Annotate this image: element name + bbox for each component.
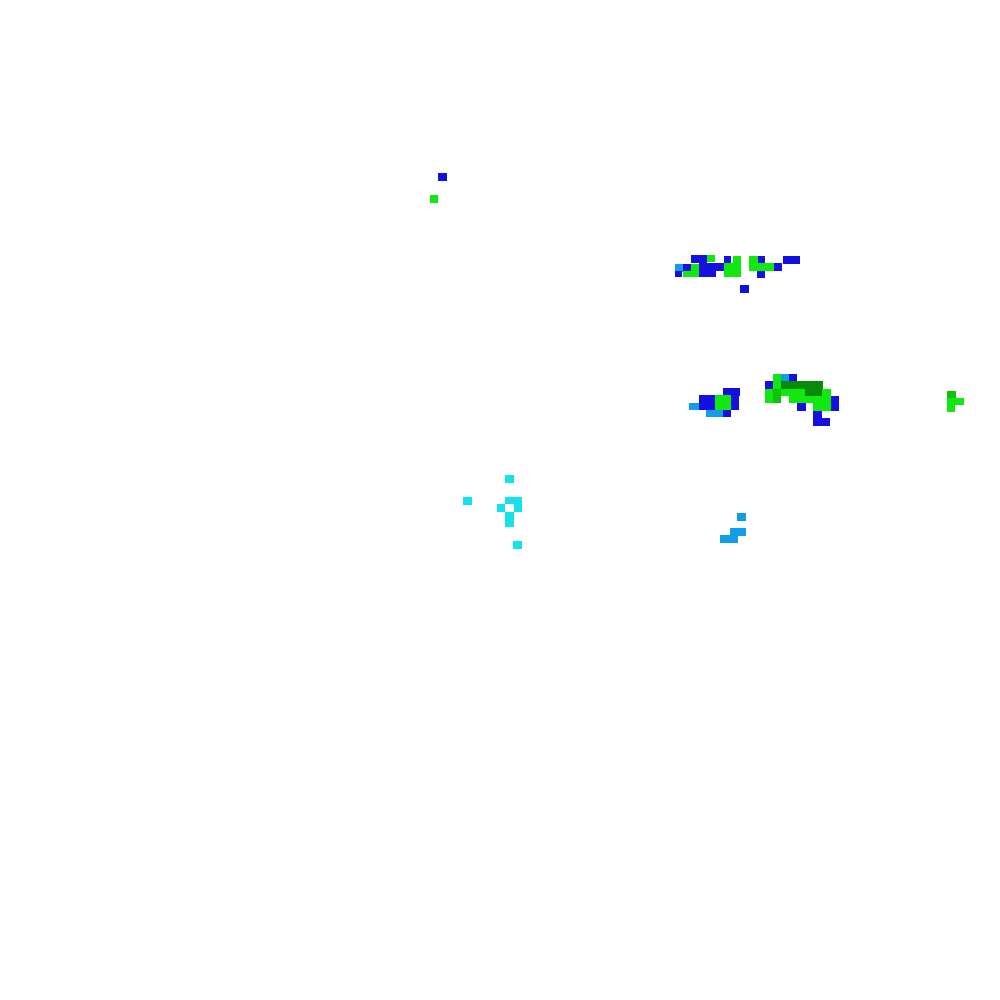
radar-echo-cell-green [813, 403, 831, 411]
radar-echo-cell-blue [699, 271, 716, 277]
radar-echo-cell-blue [757, 271, 765, 278]
radar-echo-cell-blue [831, 403, 839, 411]
radar-echo-cell-green [691, 264, 699, 272]
radar-echo-cell-sky-blue [737, 513, 746, 521]
radar-echo-cell-blue [740, 285, 749, 293]
radar-echo-cell-green [822, 389, 831, 396]
radar-echo-cell-green [749, 263, 774, 271]
radar-echo-cell-cyan [514, 504, 522, 512]
radar-echo-cell-cyan [513, 541, 522, 549]
middle-cluster [689, 374, 839, 426]
radar-echo-cell-green [789, 396, 831, 403]
radar-echo-cell-dark-green [781, 381, 823, 389]
radar-echo-cell-cyan [463, 497, 472, 505]
radar-echo-cell-blue [813, 418, 830, 426]
radar-echo-cell-sky-blue [730, 528, 746, 536]
radar-echo-cell-blue [783, 256, 800, 264]
radar-echo-cell-blue [723, 388, 740, 396]
radar-echo-cell-green [724, 263, 741, 277]
radar-echo-cell-blue [699, 395, 715, 403]
radar-echo-cell-cyan [497, 504, 505, 512]
radar-echo-cell-sky-blue [706, 410, 715, 417]
lower-blue-cluster [720, 513, 746, 543]
lower-cyan-cluster [463, 475, 522, 549]
radar-echo-cell-cyan [505, 512, 514, 519]
radar-echo-cell-sky-blue [781, 374, 789, 382]
radar-echo-cell-blue [691, 255, 707, 263]
radar-echo-cell-green [733, 256, 741, 264]
radar-echo-cell-blue [683, 264, 691, 272]
radar-echo-cell-medium-green [773, 389, 781, 403]
radar-echo-cell-blue [789, 374, 797, 382]
radar-echo-cell-green [765, 389, 773, 403]
radar-echo-cell-cyan [505, 497, 522, 504]
radar-echo-cell-green [947, 405, 955, 412]
radar-echo-cell-green [683, 271, 699, 277]
radar-echo-cell-blue [731, 403, 739, 410]
upper-cluster [675, 255, 800, 293]
radar-echo-cell-green [749, 256, 758, 264]
radar-echo-cell-blue [699, 263, 724, 271]
radar-echo-cell-sky-blue [720, 535, 738, 543]
radar-echo-cell-sky-blue [675, 264, 683, 272]
radar-echo-cell-green [430, 195, 438, 203]
radar-echo-cell-blue [724, 256, 731, 264]
radar-echo-cell-green [707, 255, 715, 262]
isolated-cells [430, 173, 447, 203]
radar-echo-cell-green [715, 395, 731, 403]
radar-echo-cell-cyan [505, 519, 514, 527]
radar-echo-cell-green [947, 398, 964, 405]
radar-echo-cell-green [773, 381, 781, 389]
radar-echo-cell-blue [813, 411, 822, 418]
radar-echo-cell-blue [774, 263, 782, 271]
radar-echo-cell-cyan [505, 475, 514, 483]
radar-echo-cell-blue [675, 271, 682, 277]
radar-echo-cell-blue [831, 396, 839, 403]
radar-echo-cell-dark-green [805, 389, 822, 396]
radar-echo-cell-blue [699, 403, 715, 410]
radar-echo-cell-blue [758, 256, 765, 263]
radar-echo-cell-blue [723, 410, 731, 417]
radar-echo-cell-green [715, 403, 731, 410]
radar-echo-cell-blue [797, 403, 806, 411]
radar-echo-cell-blue [438, 173, 447, 181]
radar-echo-cell-sky-blue [715, 410, 723, 417]
radar-echo-cell-green [773, 374, 781, 382]
far-right-cluster [947, 391, 964, 412]
radar-echo-cell-medium-green [947, 391, 956, 398]
radar-echo-cell-blue [765, 381, 773, 389]
radar-echo-cell-blue [731, 395, 739, 403]
radar-echo-cell-sky-blue [689, 403, 699, 410]
radar-echo-cell-green [781, 389, 805, 396]
